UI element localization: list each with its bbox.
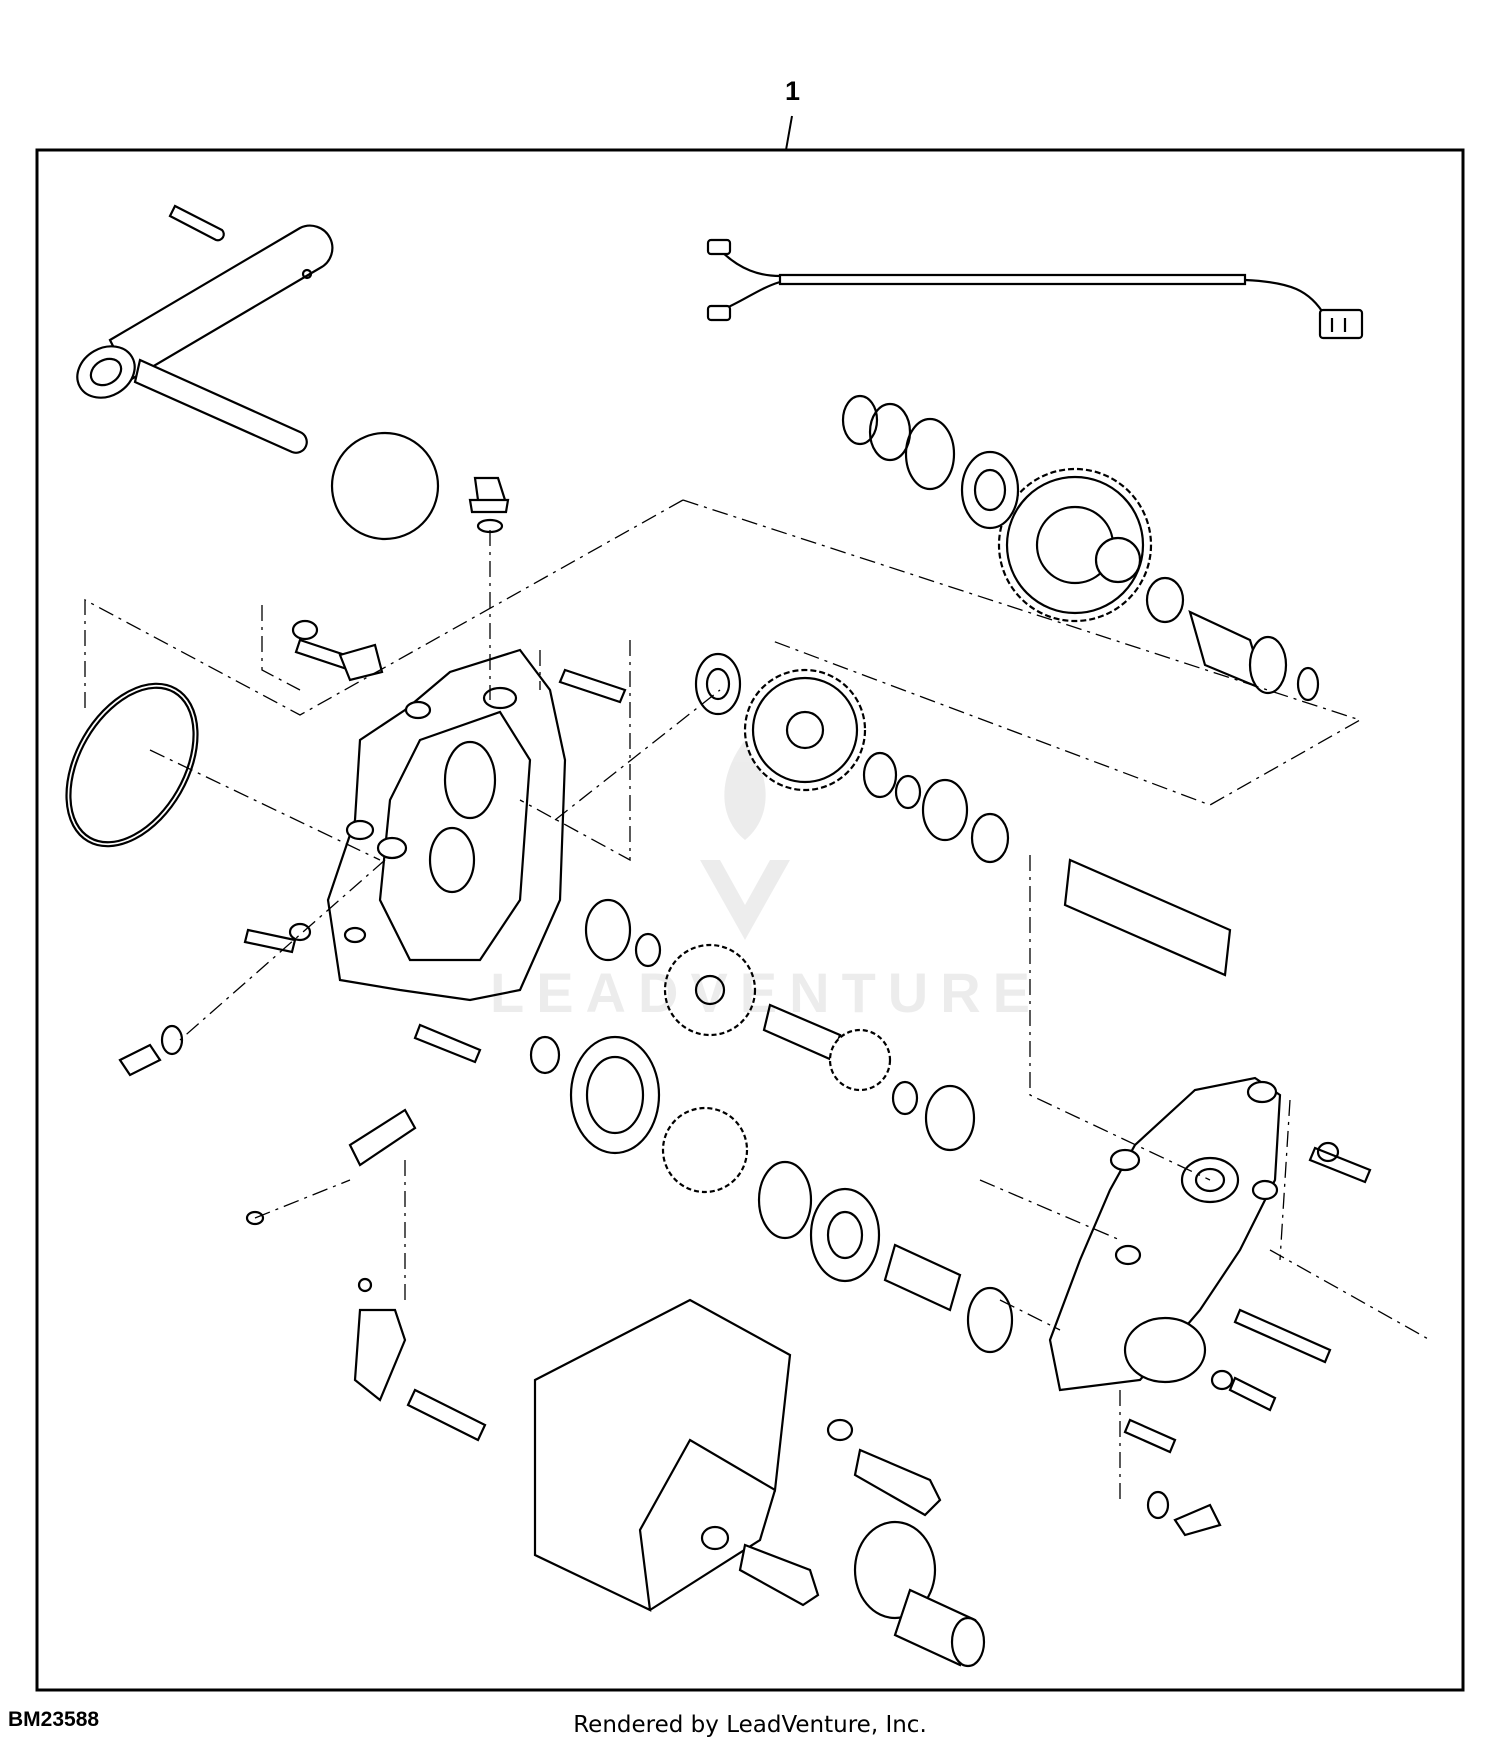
snap-ring: [894, 774, 922, 810]
kit-frame: [35, 148, 1465, 1692]
bolt: [1233, 1308, 1332, 1364]
washer: [291, 619, 319, 641]
washer: [826, 1418, 854, 1442]
bushing: [862, 751, 898, 799]
pinion-gear: [828, 1028, 892, 1092]
clutch-drum: [569, 1035, 661, 1155]
ball: [330, 431, 440, 541]
snap-ring: [529, 1035, 561, 1075]
bolt: [1123, 1418, 1177, 1454]
sensor: [118, 1043, 162, 1077]
left-housing: [326, 648, 567, 1002]
right-housing: [1048, 1076, 1282, 1392]
snap-ring: [841, 394, 879, 446]
bearing: [809, 1187, 881, 1283]
bolt: [558, 668, 627, 704]
mounting-bracket: [533, 1298, 792, 1612]
clutch-gear: [661, 1106, 749, 1194]
watermark-logo: [700, 740, 790, 940]
snap-ring: [634, 932, 662, 968]
lock-nut: [700, 1525, 730, 1551]
carriage-bolt: [853, 1448, 942, 1517]
bearing: [924, 1084, 976, 1152]
washer: [288, 922, 312, 942]
fill-plug: [468, 476, 510, 534]
render-credit: Rendered by LeadVenture, Inc.: [573, 1712, 927, 1738]
bearing: [966, 1286, 1014, 1354]
retaining-ring: [904, 417, 956, 491]
needle-bearing: [1145, 576, 1185, 624]
wire-harness: [706, 238, 1364, 340]
washer: [1210, 1369, 1234, 1391]
o-ring: [65, 682, 199, 848]
snap-ring: [891, 1080, 919, 1116]
flat-head-bolt: [738, 1543, 820, 1607]
snap-ring: [1146, 1490, 1170, 1520]
bolt: [1228, 1376, 1277, 1412]
shift-fork: [245, 1108, 487, 1442]
snap-ring: [1296, 666, 1320, 702]
t-handle-tool: [76, 204, 334, 454]
centerlines: [84, 499, 1431, 1500]
splined-shaft: [1063, 858, 1232, 977]
bearing: [694, 652, 742, 716]
sensor: [1173, 1503, 1222, 1537]
bearing: [921, 778, 969, 842]
output-shaft: [883, 1243, 962, 1312]
drive-coupler: [853, 1520, 986, 1668]
callout-leader-line: [785, 115, 793, 151]
bolt: [294, 638, 384, 682]
washer: [868, 402, 912, 462]
callout-number: 1: [785, 76, 801, 106]
spur-gear: [743, 668, 867, 792]
bearing: [584, 898, 632, 962]
spur-gear-small: [663, 943, 757, 1037]
watermark-text: LEADVENTURE: [490, 961, 1043, 1024]
retaining-ring: [757, 1160, 813, 1240]
bolt: [413, 1023, 482, 1064]
bolt: [1308, 1146, 1372, 1184]
bolt: [243, 928, 297, 954]
washer: [970, 812, 1010, 864]
figure-id: BM23588: [8, 1708, 100, 1731]
bearing: [960, 450, 1020, 530]
large-gear: [997, 467, 1153, 623]
washer: [1316, 1141, 1340, 1163]
snap-ring: [160, 1024, 184, 1056]
